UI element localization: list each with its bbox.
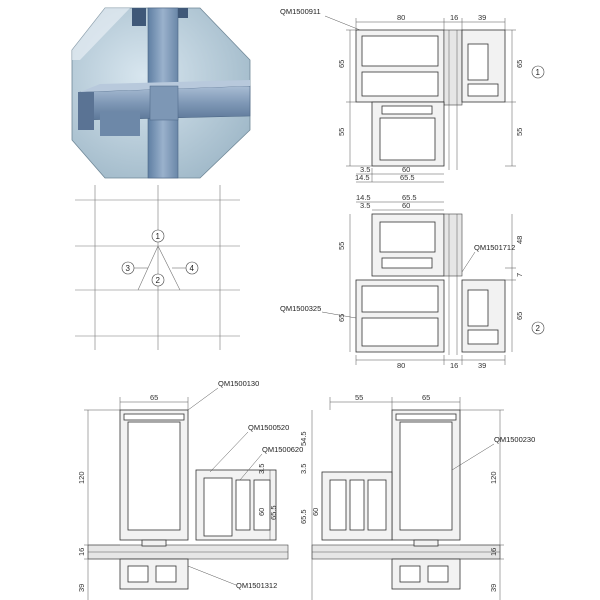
dim-39-d: 39 (489, 584, 498, 592)
part-code-911: QM1500911 (280, 7, 321, 16)
dim-65-b: 65 (515, 60, 524, 68)
dim-65-a: 65 (337, 60, 346, 68)
dim-60-d: 60 (311, 508, 320, 516)
dim-16-b: 16 (450, 361, 458, 370)
part-code-620: QM1500620 (262, 445, 303, 454)
dim-55-c: 55 (337, 242, 346, 250)
dim-120-a: 120 (77, 471, 86, 484)
section-bottom-left-drawing: QM1500130 65 QM1500520 QM1500620 QM15013… (77, 379, 303, 600)
section-2-drawing: 14.5 65.5 3.5 60 55 65 48 7 65 2 QM15017 (280, 193, 545, 370)
dim-48: 48 (515, 236, 524, 244)
part-code-130: QM1500130 (218, 379, 259, 388)
callout-3: 3 (126, 264, 131, 273)
part-code-520: QM1500520 (248, 423, 289, 432)
3d-render (71, 7, 251, 179)
dim-60-c: 60 (257, 508, 266, 516)
dim-16-d: 16 (489, 548, 498, 556)
dim-80-a: 80 (397, 13, 405, 22)
section-bottom-right-drawing: 55 65 QM1500230 54.5 3.5 65.5 60 120 16 (299, 393, 535, 600)
dim-120-b: 120 (489, 471, 498, 484)
dim-3_5-d: 3.5 (299, 464, 308, 474)
dim-60-b: 60 (402, 201, 410, 210)
dim-39-b: 39 (478, 361, 486, 370)
dim-65-c: 65 (337, 314, 346, 322)
dim-14_5-a: 14.5 (355, 173, 370, 182)
callout-4: 4 (190, 264, 195, 273)
part-code-1312: QM1501312 (236, 581, 277, 590)
dim-55-d: 55 (355, 393, 363, 402)
dim-16-c: 16 (77, 548, 86, 556)
section-2-callout: 2 (536, 324, 541, 333)
dim-14_5-b: 14.5 (356, 193, 371, 202)
dim-65-d: 65 (515, 312, 524, 320)
part-code-325: QM1500325 (280, 304, 321, 313)
part-code-1712: QM1501712 (474, 243, 515, 252)
dim-55-a: 55 (337, 128, 346, 136)
callout-1: 1 (156, 232, 161, 241)
dim-16-a: 16 (450, 13, 458, 22)
dim-65-e: 65 (150, 393, 158, 402)
dim-3_5-a: 3.5 (360, 165, 370, 174)
dim-39-c: 39 (77, 584, 86, 592)
dim-60-a: 60 (402, 165, 410, 174)
dim-65_5-a: 65.5 (400, 173, 415, 182)
dim-3_5-c: 3.5 (257, 464, 266, 474)
dim-3_5-b: 3.5 (360, 201, 370, 210)
dim-65_5-d: 65.5 (299, 509, 308, 524)
grid-diagram: 1 3 2 4 (75, 185, 240, 350)
dim-65_5-c: 65.5 (269, 505, 278, 520)
callout-2: 2 (156, 276, 161, 285)
dim-55-b: 55 (515, 128, 524, 136)
dim-65-f: 65 (422, 393, 430, 402)
part-code-230: QM1500230 (494, 435, 535, 444)
section-1-callout: 1 (536, 68, 541, 77)
dim-80-b: 80 (397, 361, 405, 370)
dim-65_5-b: 65.5 (402, 193, 417, 202)
dim-54_5: 54.5 (299, 431, 308, 446)
dim-39-a: 39 (478, 13, 486, 22)
section-1-drawing: 80 16 39 QM1500911 65 55 65 55 (280, 7, 545, 183)
dim-7: 7 (515, 273, 524, 277)
